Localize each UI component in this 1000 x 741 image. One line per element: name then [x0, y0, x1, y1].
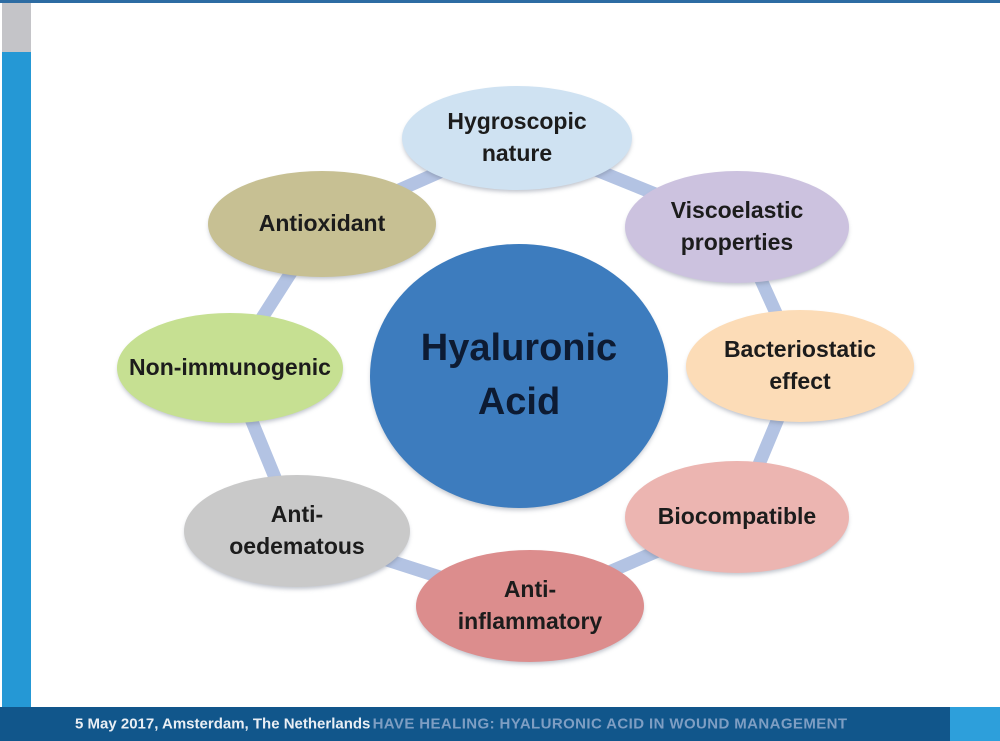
node-anti-oedematous: Anti- oedematous: [184, 475, 410, 587]
node-viscoelastic-properties: Viscoelastic properties: [625, 171, 849, 283]
node-non-immunogenic: Non-immunogenic: [117, 313, 343, 423]
center-node-hyaluronic-acid: Hyaluronic Acid: [370, 244, 668, 508]
node-hygroscopic-nature: Hygroscopic nature: [402, 86, 632, 190]
left-blue-bar: [2, 52, 31, 707]
footer-bar: 5 May 2017, Amsterdam, The Netherlands H…: [0, 707, 1000, 741]
node-biocompatible: Biocompatible: [625, 461, 849, 573]
slide-top-border: [0, 0, 1000, 3]
footer-presentation-title: HAVE HEALING: HYALURONIC ACID IN WOUND M…: [372, 715, 848, 733]
node-anti-inflammatory: Anti- inflammatory: [416, 550, 644, 662]
footer-date-location: 5 May 2017, Amsterdam, The Netherlands: [75, 715, 371, 733]
hyaluronic-acid-cycle-diagram: Hygroscopic nature Viscoelastic properti…: [117, 86, 914, 662]
footer-accent-square: [950, 707, 1000, 741]
node-bacteriostatic-effect: Bacteriostatic effect: [686, 310, 914, 422]
left-gray-box: [2, 3, 31, 52]
node-antioxidant: Antioxidant: [208, 171, 436, 277]
